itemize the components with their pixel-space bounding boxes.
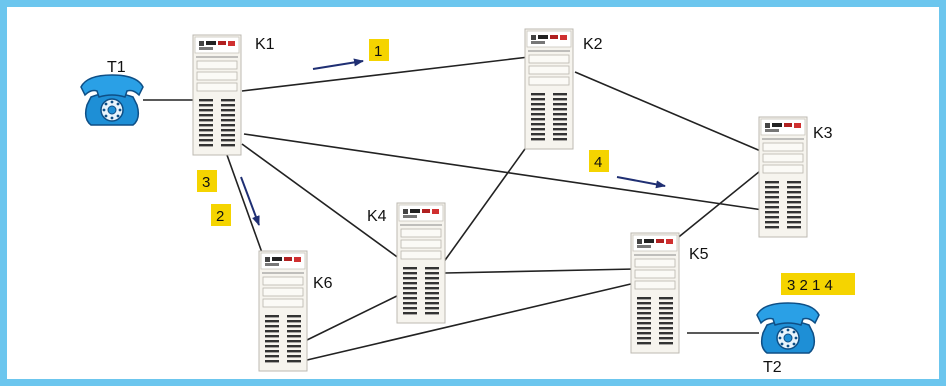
link-k2-k4 [442, 134, 536, 264]
route-badge-2: 2 [211, 204, 231, 226]
route-badge-1-label: 1 [374, 43, 382, 60]
server-k2 [524, 28, 574, 150]
route-sequence-badge: 3 2 1 4 [781, 273, 855, 295]
server-k6 [258, 250, 308, 372]
link-k3-k5 [674, 166, 766, 241]
link-k1-k2 [241, 56, 530, 92]
route-arrow-2 [240, 176, 260, 226]
label-k4: K4 [367, 208, 387, 225]
network-links [143, 56, 766, 361]
route-sequence-label: 3 2 1 4 [787, 277, 833, 294]
link-k2-k3 [574, 71, 764, 153]
label-t2: T2 [763, 359, 782, 376]
route-badge-1: 1 [369, 39, 389, 61]
link-k1-k4 [241, 143, 401, 260]
route-badge-3-label: 3 [202, 174, 210, 191]
label-t1: T1 [107, 59, 126, 76]
phone-t2-icon [756, 302, 820, 354]
route-badge-4-label: 4 [594, 154, 602, 171]
route-badge-3: 3 [197, 170, 217, 192]
link-k1-k6 [226, 154, 266, 262]
server-k3 [758, 116, 808, 238]
server-k1 [192, 34, 242, 156]
link-k4-k6 [306, 292, 404, 341]
server-k5 [630, 232, 680, 354]
label-k5: K5 [689, 246, 709, 263]
server-k4 [396, 202, 446, 324]
label-k3: K3 [813, 125, 833, 142]
link-k6-k5 [306, 282, 636, 361]
link-k1-k3 [243, 133, 764, 211]
route-arrow-1 [312, 58, 364, 70]
label-k1: K1 [255, 36, 275, 53]
route-badge-2-label: 2 [216, 208, 224, 225]
label-k2: K2 [583, 36, 603, 53]
route-badge-4: 4 [589, 150, 609, 172]
label-k6: K6 [313, 275, 333, 292]
route-arrow-4 [616, 176, 666, 189]
link-k4-k5 [444, 268, 636, 274]
phone-t1-icon [80, 74, 144, 126]
